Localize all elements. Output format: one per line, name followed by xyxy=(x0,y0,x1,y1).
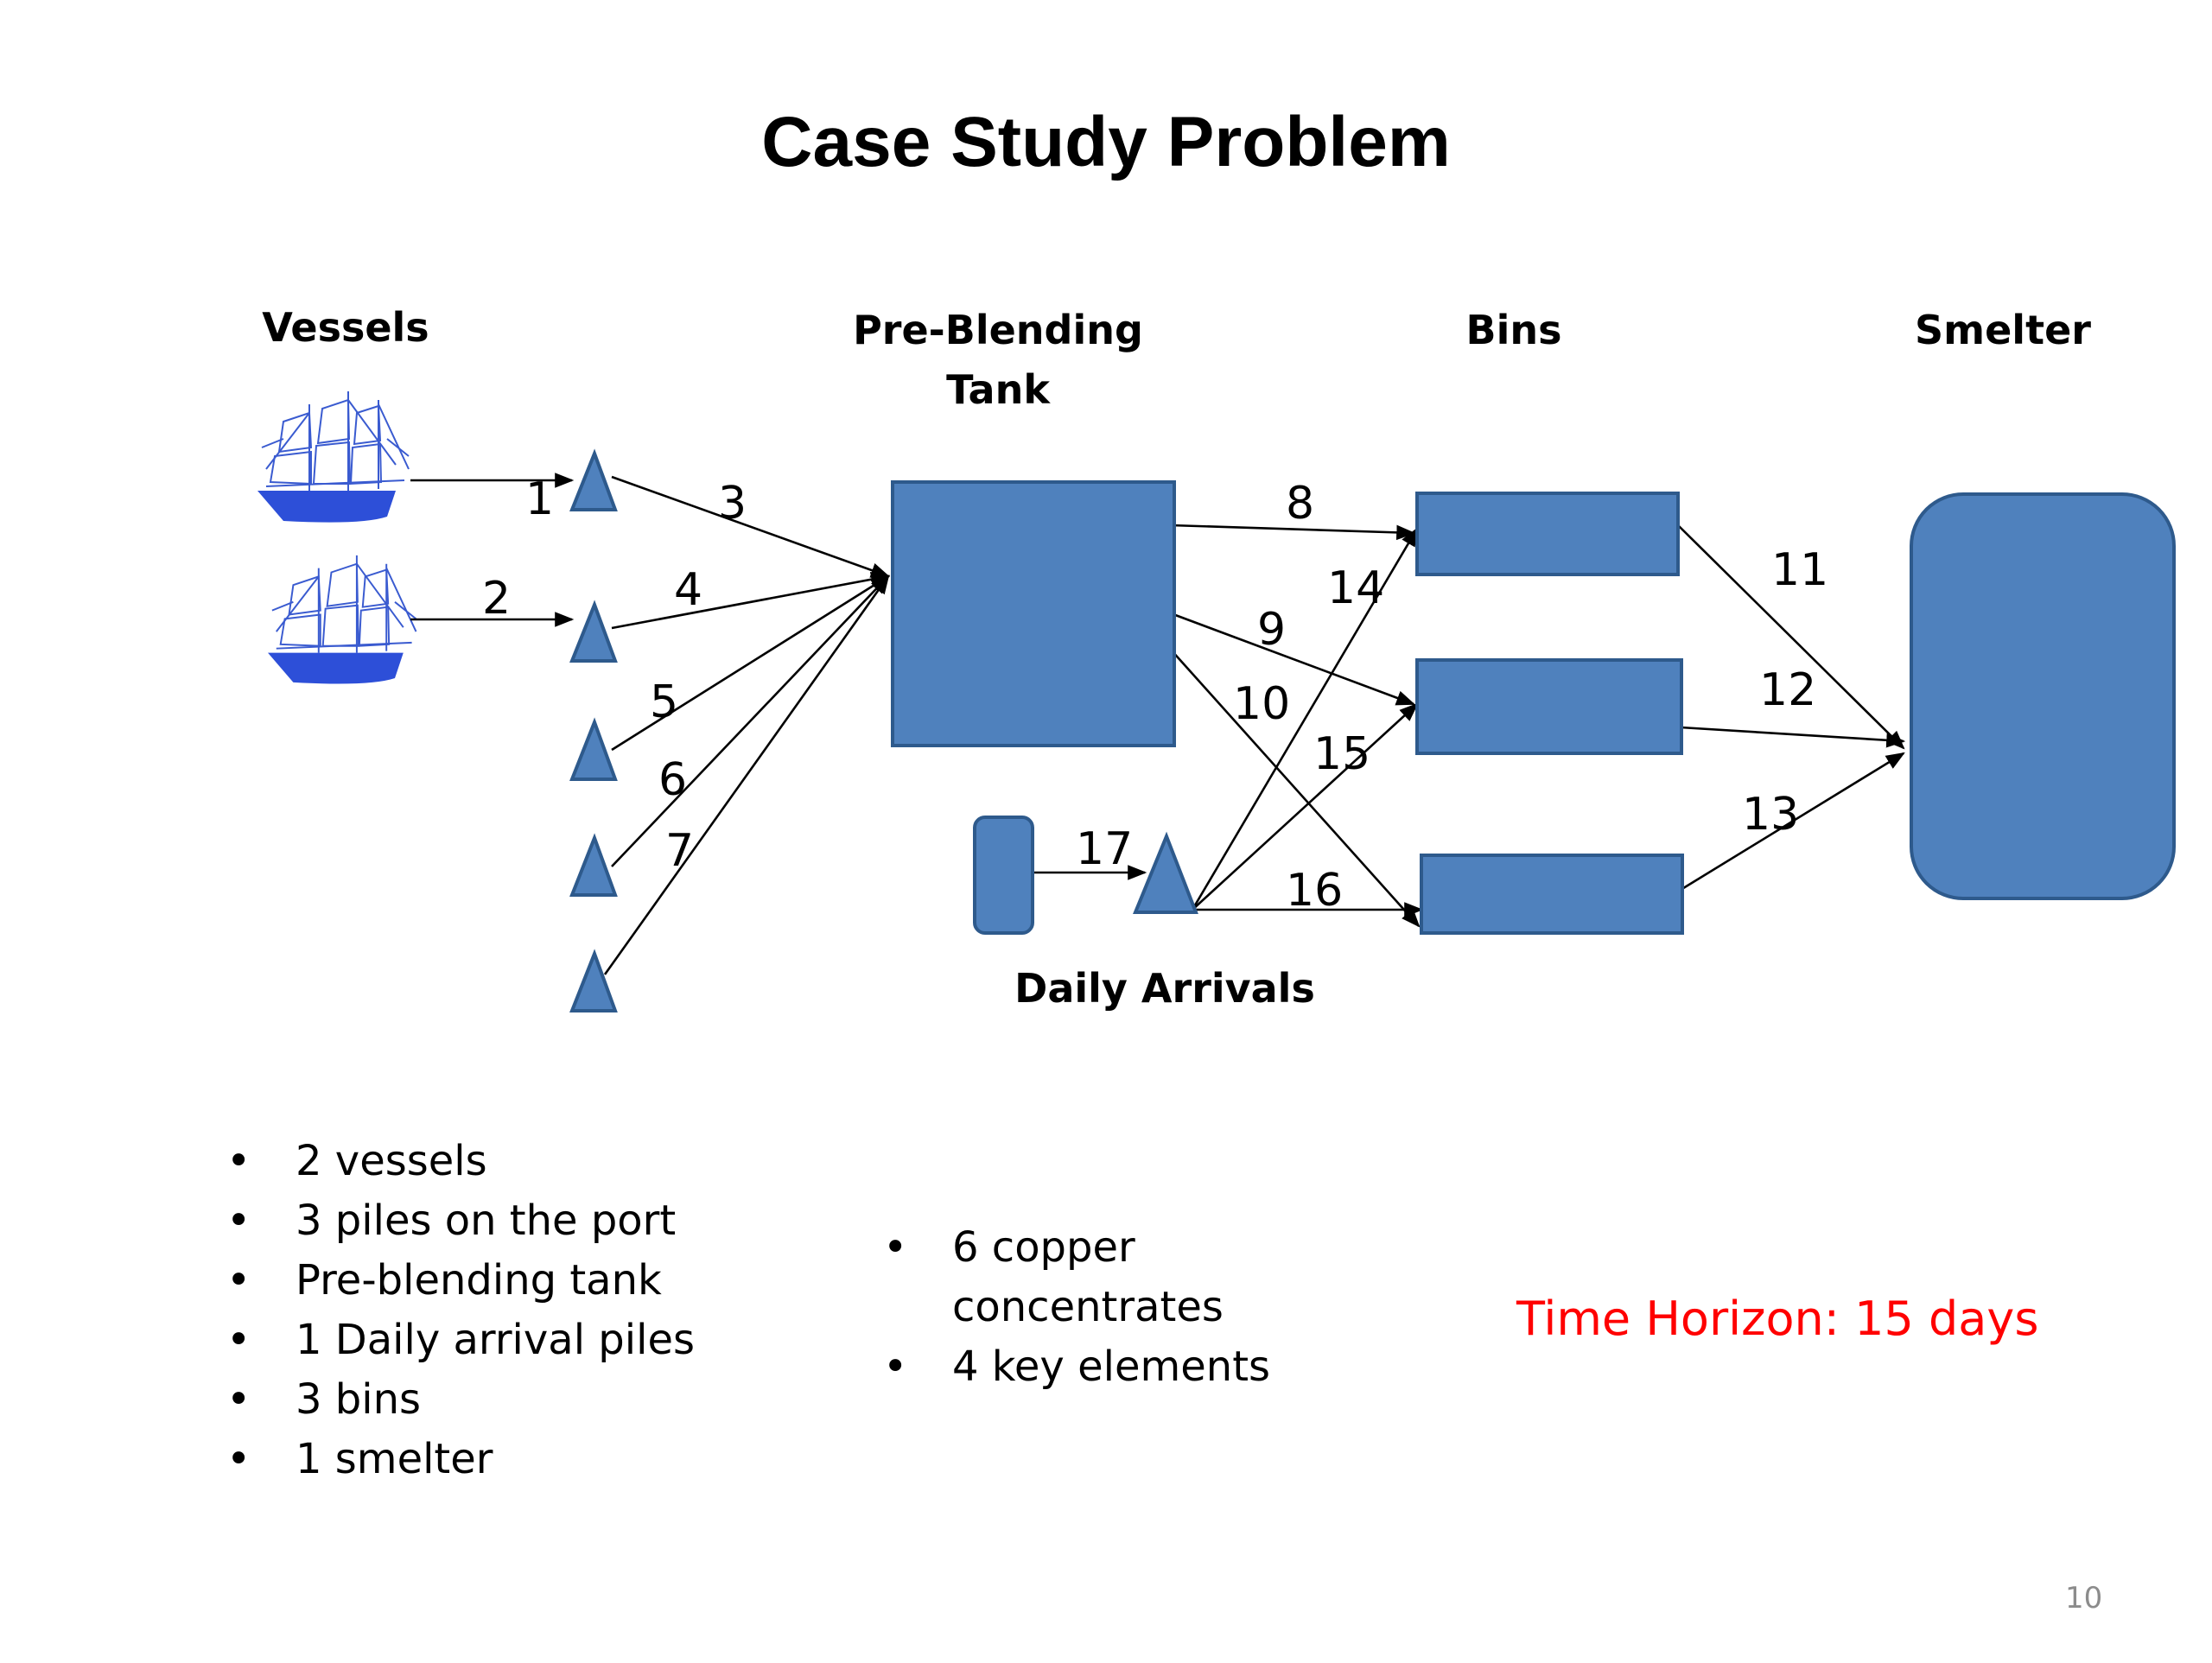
bin-2 xyxy=(1415,658,1683,755)
edge-7 xyxy=(603,574,890,975)
edge-label-17: 17 xyxy=(1076,823,1133,875)
edge-label-10: 10 xyxy=(1233,678,1290,730)
edge-9 xyxy=(1170,612,1416,706)
smelter xyxy=(1910,492,2176,900)
port-pile-2-pile-triangle-icon xyxy=(569,600,618,663)
edge-label-5: 5 xyxy=(650,676,678,728)
edge-label-12: 12 xyxy=(1759,664,1816,716)
edge-11 xyxy=(1677,524,1905,750)
bin-3 xyxy=(1420,854,1684,935)
edge-label-11: 11 xyxy=(1771,544,1828,596)
edge-label-16: 16 xyxy=(1286,865,1343,917)
edge-10 xyxy=(1170,649,1421,928)
edges xyxy=(410,473,1906,975)
edge-13 xyxy=(1680,752,1905,892)
edge-label-14: 14 xyxy=(1327,562,1384,614)
list-item: 2 vessels xyxy=(226,1132,695,1191)
edge-label-7: 7 xyxy=(665,825,694,877)
bins-header: Bins xyxy=(1466,307,1562,353)
port-pile-3-pile-triangle-icon xyxy=(569,717,618,781)
daily-arrivals-header: Daily Arrivals xyxy=(1014,965,1315,1012)
list-item: 1 smelter xyxy=(226,1430,695,1489)
daily-arrival-pile-triangle-icon xyxy=(1133,831,1198,914)
pre-blending-tank xyxy=(891,480,1176,747)
list-item: 3 bins xyxy=(226,1370,695,1430)
edge-14 xyxy=(1191,527,1419,911)
edge-8 xyxy=(1170,524,1416,541)
bin-1 xyxy=(1415,492,1680,576)
port-pile-1-pile-triangle-icon xyxy=(569,448,618,511)
edge-label-13: 13 xyxy=(1742,789,1799,841)
edge-label-9: 9 xyxy=(1257,604,1286,656)
vessel-1-sailing-ship-icon xyxy=(257,390,410,524)
edge-label-4: 4 xyxy=(674,564,702,616)
list-item: 6 copper concentrates xyxy=(883,1218,1237,1337)
daily-source xyxy=(973,816,1034,935)
port-pile-5-pile-triangle-icon xyxy=(569,949,618,1012)
edge-5 xyxy=(611,574,890,752)
edge-6 xyxy=(611,574,890,867)
edge-label-2: 2 xyxy=(482,573,511,625)
edge-labels: 1 2 3 4 5 6 7 8 9 10 11 12 13 14 15 16 1… xyxy=(482,473,1828,917)
vessels-header: Vessels xyxy=(262,304,429,351)
list-item: 3 piles on the port xyxy=(226,1191,695,1251)
page-number: 10 xyxy=(2065,1581,2103,1615)
summary-list-left: 2 vessels 3 piles on the port Pre-blendi… xyxy=(226,1132,695,1489)
edge-label-8: 8 xyxy=(1286,478,1314,530)
slide-title: Case Study Problem xyxy=(761,103,1450,181)
smelter-header: Smelter xyxy=(1915,307,2091,353)
edge-15 xyxy=(1192,702,1419,911)
port-pile-4-pile-triangle-icon xyxy=(569,833,618,897)
edge-12 xyxy=(1680,726,1906,748)
time-horizon-text: Time Horizon: 15 days xyxy=(1516,1292,2039,1346)
edge-label-15: 15 xyxy=(1313,728,1370,780)
edge-3 xyxy=(611,475,891,578)
edge-label-6: 6 xyxy=(658,754,687,806)
pre-blending-header-line2: Tank xyxy=(946,366,1051,413)
summary-list-right: 6 copper concentrates 4 key elements xyxy=(883,1218,1270,1397)
edge-label-3: 3 xyxy=(718,478,747,530)
list-item: 4 key elements xyxy=(883,1337,1270,1397)
edge-label-1: 1 xyxy=(525,473,554,525)
list-item: Pre-blending tank xyxy=(226,1251,695,1311)
pre-blending-header-line1: Pre-Blending xyxy=(853,307,1143,353)
edge-4 xyxy=(611,571,891,630)
vessel-2-sailing-ship-icon xyxy=(267,554,417,685)
list-item: 1 Daily arrival piles xyxy=(226,1311,695,1370)
